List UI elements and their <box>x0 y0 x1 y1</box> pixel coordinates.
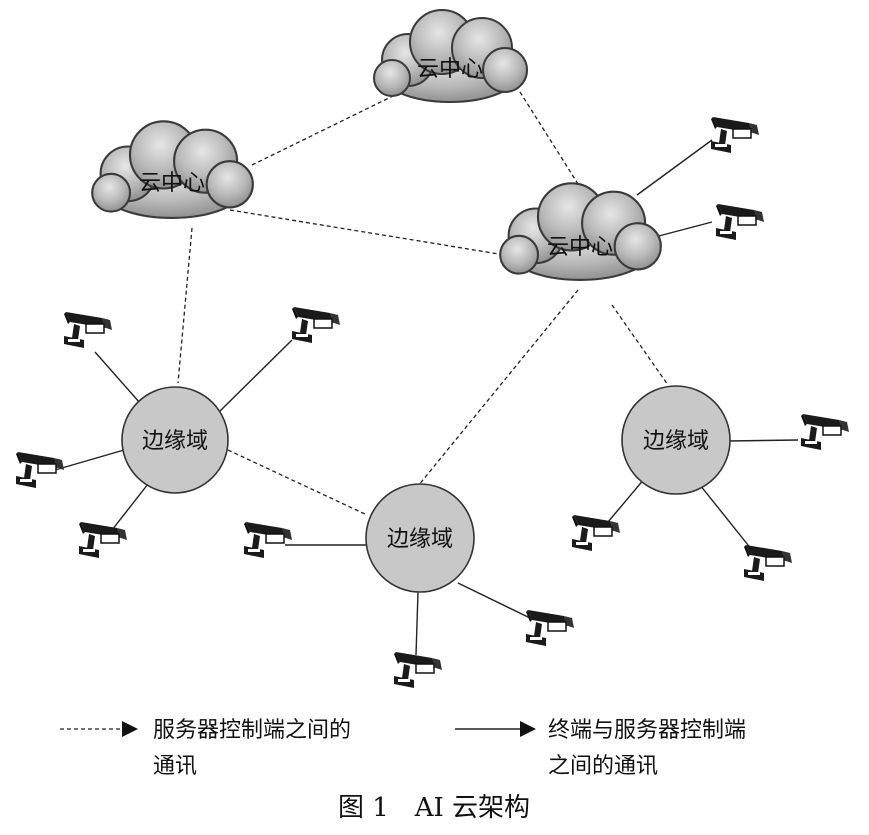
cloud-left-label: 云中心 <box>139 171 205 196</box>
dashed-link-cloudright-edgemid <box>417 289 579 487</box>
cloud-top-label: 云中心 <box>417 57 483 82</box>
camera-icon <box>291 306 341 344</box>
camera-icon <box>571 514 621 552</box>
edge-domain-middle <box>365 483 475 593</box>
edge-domain-right <box>621 385 731 495</box>
edge-domain-right-label: 边缘域 <box>643 429 709 454</box>
cloud-right-label: 云中心 <box>547 235 613 260</box>
cloud-top <box>373 9 528 103</box>
dashed-link-cloudright-edgeright <box>611 304 669 386</box>
dashed-link-cloudleft-edgeleft <box>177 227 193 384</box>
dashed-link-cloudtop-cloudright <box>519 91 586 196</box>
legend-dashed-text-2: 通讯 <box>153 754 197 779</box>
camera-icon <box>800 413 850 451</box>
camera-icon <box>710 116 760 154</box>
camera-icon <box>63 311 113 349</box>
dashed-link-cloudleft-cloudright <box>229 209 506 256</box>
figure-caption: 图 1 AI 云架构 <box>338 793 530 823</box>
edge-domain-left <box>121 386 229 494</box>
cloud-right <box>499 182 662 281</box>
edge-domain-middle-label: 边缘域 <box>387 527 453 552</box>
solid-links <box>54 139 799 656</box>
camera-icon <box>715 203 765 241</box>
cloud-left <box>91 120 254 219</box>
edge-domain-left-label: 边缘域 <box>142 429 208 454</box>
legend-dashed-text-1: 服务器控制端之间的 <box>153 718 351 743</box>
legend-solid-text-1: 终端与服务器控制端 <box>548 718 746 743</box>
dashed-link-edgeleft-edgemid <box>227 449 368 516</box>
camera-icon <box>743 544 793 582</box>
camera-icon <box>243 521 293 559</box>
legend-arrow-icon <box>122 721 138 737</box>
camera-icon <box>525 609 575 647</box>
legend: 服务器控制端之间的 通讯 终端与服务器控制端 之间的通讯 <box>60 718 746 779</box>
legend-arrow-icon <box>520 721 536 737</box>
dashed-link-cloudleft-cloudtop <box>251 94 396 166</box>
camera-icon <box>393 651 443 689</box>
dashed-links <box>177 91 669 516</box>
legend-solid-text-2: 之间的通讯 <box>548 754 658 779</box>
camera-icon <box>78 521 128 559</box>
